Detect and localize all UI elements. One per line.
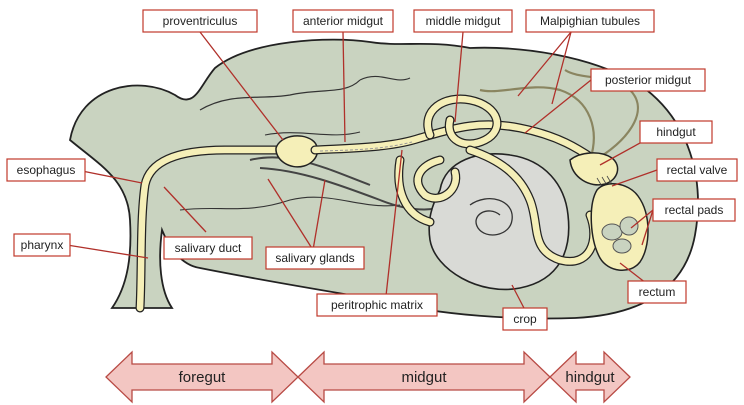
svg-text:posterior midgut: posterior midgut [605,73,692,87]
label-rectum: rectum [628,281,686,303]
label-pharynx: pharynx [14,234,70,256]
svg-text:middle midgut: middle midgut [426,14,501,28]
svg-text:rectum: rectum [639,285,676,299]
hindgut-arrow: hindgut [550,352,630,402]
foregut-label: foregut [179,369,227,386]
midgut-arrow: midgut [298,352,550,402]
label-salivary-duct: salivary duct [164,237,252,259]
label-crop: crop [503,308,547,330]
label-posterior-midgut: posterior midgut [591,69,705,91]
label-middle-midgut: middle midgut [414,10,512,32]
svg-text:pharynx: pharynx [21,238,64,252]
label-rectal-valve: rectal valve [657,159,737,181]
svg-text:salivary duct: salivary duct [175,241,242,255]
label-salivary-glands: salivary glands [266,247,364,269]
svg-text:peritrophic matrix: peritrophic matrix [331,298,423,312]
svg-text:Malpighian tubules: Malpighian tubules [540,14,640,28]
label-rectal-pads: rectal pads [653,199,735,221]
svg-text:proventriculus: proventriculus [163,14,238,28]
svg-text:anterior midgut: anterior midgut [303,14,384,28]
svg-text:crop: crop [513,312,537,326]
label-proventriculus: proventriculus [143,10,257,32]
svg-text:hindgut: hindgut [656,125,696,139]
foregut-arrow: foregut [106,352,298,402]
label-hindgut: hindgut [640,121,712,143]
svg-text:esophagus: esophagus [17,163,76,177]
crop-shape [429,154,569,290]
hindgut-label: hindgut [565,369,615,386]
svg-text:rectal valve: rectal valve [667,163,728,177]
label-anterior-midgut: anterior midgut [293,10,393,32]
label-esophagus: esophagus [7,159,85,181]
label-malpighian-tubules: Malpighian tubules [526,10,654,32]
svg-text:salivary glands: salivary glands [275,251,354,265]
midgut-label: midgut [401,369,447,386]
label-peritrophic-matrix: peritrophic matrix [317,294,437,316]
svg-text:rectal pads: rectal pads [665,203,724,217]
